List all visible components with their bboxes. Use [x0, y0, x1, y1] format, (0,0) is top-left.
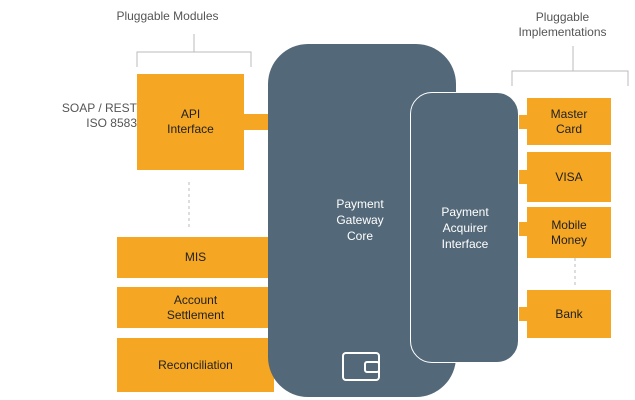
impl-mastercard-line1: Master	[550, 106, 588, 121]
module-reconciliation-label: Reconciliation	[158, 357, 233, 372]
impl-visa: VISA	[527, 152, 611, 202]
core-label-line2: Gateway	[336, 213, 384, 227]
impl-mastercard: Master Card	[527, 98, 611, 145]
impl-bank-label: Bank	[555, 306, 583, 321]
right-bracket	[511, 46, 629, 86]
impl-mobile-money-line2: Money	[550, 232, 588, 247]
header-right-line2: Implementations	[518, 25, 607, 39]
module-mis-label: MIS	[184, 250, 207, 264]
impl-visa-label: VISA	[555, 169, 583, 184]
module-reconciliation: Reconciliation	[117, 338, 274, 392]
acquirer-label-line3: Interface	[441, 237, 489, 251]
left-bracket	[136, 34, 252, 67]
protocol-note-line1: SOAP / REST	[61, 101, 137, 115]
module-api-interface: API Interface	[137, 74, 244, 170]
module-settlement-line1: Account	[173, 292, 218, 307]
acquirer-label: Payment Acquirer Interface	[410, 204, 520, 252]
header-pluggable-implementations: Pluggable Implementations	[500, 10, 625, 40]
core-label-line3: Core	[346, 229, 373, 243]
module-api-line1: API	[180, 107, 201, 121]
module-api-line2: Interface	[167, 122, 214, 136]
impl-mobile-money: Mobile Money	[527, 207, 611, 258]
payment-acquirer-interface	[410, 92, 519, 363]
impl-bank: Bank	[527, 290, 611, 338]
module-mis: MIS	[117, 237, 274, 278]
acquirer-label-line2: Acquirer	[442, 221, 488, 235]
impl-mastercard-line2: Card	[555, 121, 582, 136]
impl-mobile-money-line1: Mobile	[551, 217, 587, 232]
core-label: Payment Gateway Core	[296, 196, 424, 244]
acquirer-label-line1: Payment	[441, 205, 489, 219]
module-account-settlement: Account Settlement	[117, 287, 274, 328]
protocol-note: SOAP / REST ISO 8583	[40, 101, 137, 131]
core-label-line1: Payment	[336, 197, 384, 211]
protocol-note-line2: ISO 8583	[86, 116, 137, 130]
module-settlement-line2: Settlement	[166, 307, 225, 322]
header-right-line1: Pluggable	[535, 10, 590, 24]
header-pluggable-modules: Pluggable Modules	[116, 9, 219, 23]
